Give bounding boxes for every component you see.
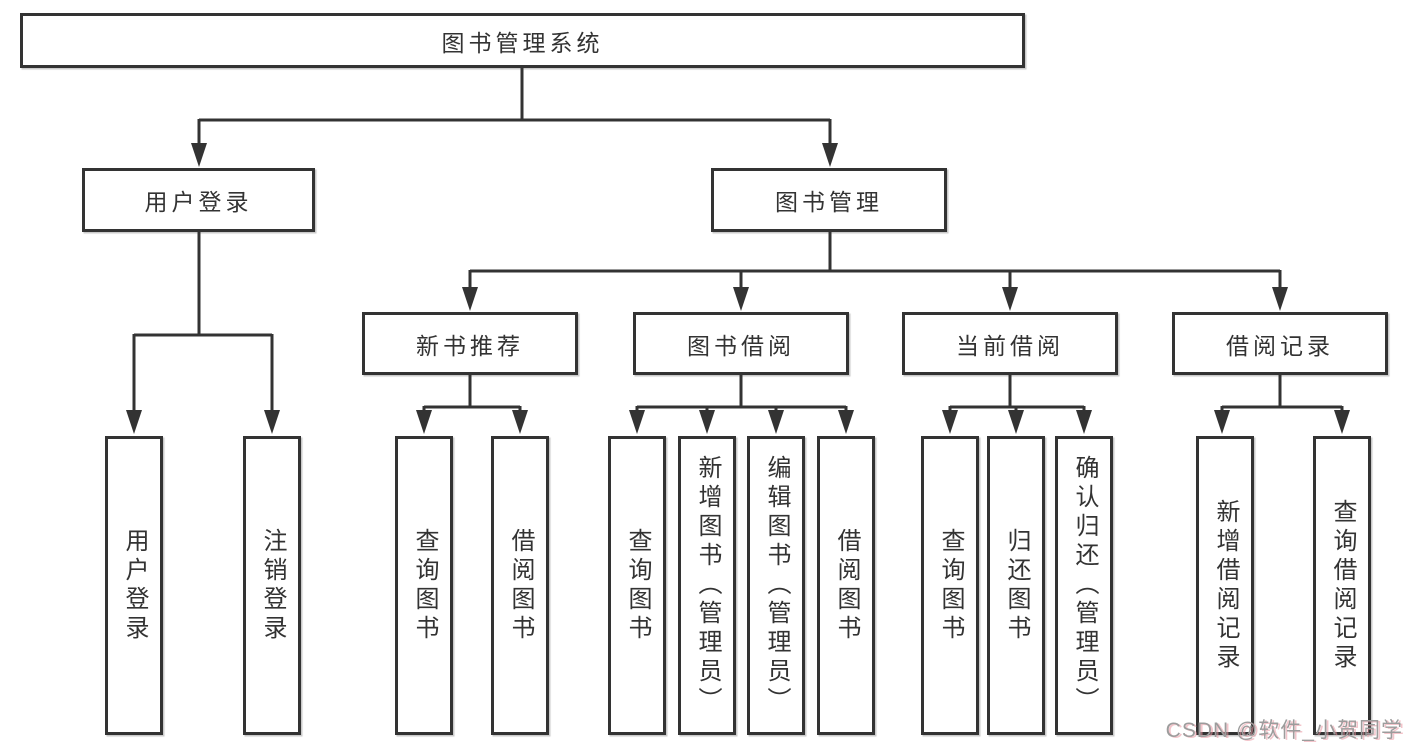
leaf-logout: 注销登录 bbox=[243, 436, 301, 735]
leaf-edit-books-admin-label: 编辑图书（管理员） bbox=[763, 455, 790, 716]
node-book-management: 图书管理 bbox=[711, 168, 947, 232]
leaf-return-books: 归还图书 bbox=[987, 436, 1045, 735]
leaf-query-books-1: 查询图书 bbox=[395, 436, 453, 735]
leaf-logout-label: 注销登录 bbox=[259, 527, 286, 644]
node-new-book-recommend: 新书推荐 bbox=[362, 312, 578, 375]
leaf-return-books-label: 归还图书 bbox=[1003, 527, 1030, 644]
leaf-borrow-books-2: 借阅图书 bbox=[817, 436, 875, 735]
node-current-borrow: 当前借阅 bbox=[902, 312, 1118, 375]
leaf-query-books-2-label: 查询图书 bbox=[624, 527, 651, 644]
leaf-query-books-3-label: 查询图书 bbox=[937, 527, 964, 644]
leaf-user-login-label: 用户登录 bbox=[121, 527, 148, 644]
node-borrow-records-label: 借阅记录 bbox=[1226, 332, 1334, 359]
leaf-query-borrow-record-label: 查询借阅记录 bbox=[1329, 498, 1356, 673]
node-book-borrow-label: 图书借阅 bbox=[687, 332, 795, 359]
node-book-borrow: 图书借阅 bbox=[633, 312, 849, 375]
leaf-add-borrow-record-label: 新增借阅记录 bbox=[1212, 498, 1239, 673]
arrowhead-icons bbox=[126, 143, 1350, 434]
leaf-confirm-return-admin: 确认归还（管理员） bbox=[1055, 436, 1113, 735]
leaf-query-borrow-record: 查询借阅记录 bbox=[1313, 436, 1371, 735]
node-new-book-recommend-label: 新书推荐 bbox=[416, 332, 524, 359]
leaf-borrow-books-2-label: 借阅图书 bbox=[833, 527, 860, 644]
node-root-label: 图书管理系统 bbox=[441, 29, 604, 56]
node-user-login: 用户登录 bbox=[82, 168, 315, 232]
leaf-confirm-return-admin-label: 确认归还（管理员） bbox=[1071, 455, 1098, 716]
node-current-borrow-label: 当前借阅 bbox=[956, 332, 1064, 359]
node-borrow-records: 借阅记录 bbox=[1172, 312, 1388, 375]
leaf-edit-books-admin: 编辑图书（管理员） bbox=[747, 436, 805, 735]
leaf-query-books-3: 查询图书 bbox=[921, 436, 979, 735]
leaf-borrow-books-1-label: 借阅图书 bbox=[507, 527, 534, 644]
leaf-add-books-admin-label: 新增图书（管理员） bbox=[694, 455, 721, 716]
leaf-add-books-admin: 新增图书（管理员） bbox=[678, 436, 736, 735]
leaf-query-books-2: 查询图书 bbox=[608, 436, 666, 735]
leaf-query-books-1-label: 查询图书 bbox=[411, 527, 438, 644]
csdn-watermark: CSDN @软件_小贺同学 bbox=[1165, 719, 1403, 742]
leaf-add-borrow-record: 新增借阅记录 bbox=[1196, 436, 1254, 735]
leaf-user-login: 用户登录 bbox=[105, 436, 163, 735]
node-root: 图书管理系统 bbox=[20, 13, 1025, 68]
leaf-borrow-books-1: 借阅图书 bbox=[491, 436, 549, 735]
node-user-login-label: 用户登录 bbox=[144, 189, 253, 215]
node-book-management-label: 图书管理 bbox=[775, 189, 883, 215]
